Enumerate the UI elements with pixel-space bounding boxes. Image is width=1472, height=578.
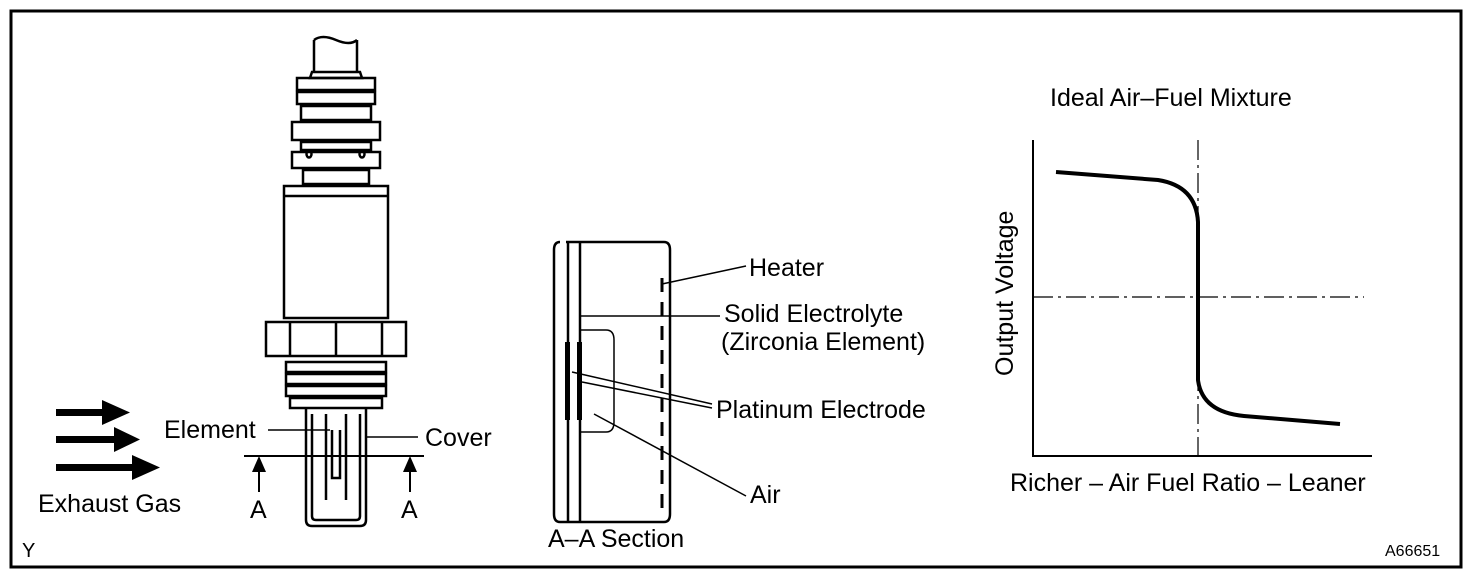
voltage-curve xyxy=(1055,170,1341,426)
air-label: Air xyxy=(750,481,781,509)
arrow-up-right xyxy=(403,456,417,472)
figure-code: A66651 xyxy=(1385,543,1440,560)
section-leaders xyxy=(571,265,747,497)
section-mark-right: A xyxy=(401,496,418,524)
electrode-outer xyxy=(577,342,582,420)
element-label: Element xyxy=(164,416,256,444)
heater-label: Heater xyxy=(749,254,824,282)
corner-letter: Y xyxy=(22,540,35,562)
cover-label: Cover xyxy=(425,424,492,452)
chart-axes xyxy=(1032,140,1372,457)
figure-frame xyxy=(9,9,1463,569)
platinum-electrode-label: Platinum Electrode xyxy=(716,396,926,424)
exhaust-arrows xyxy=(56,400,160,480)
chart-x-label: Richer – Air Fuel Ratio – Leaner xyxy=(1010,469,1366,497)
section-mark-left: A xyxy=(250,496,267,524)
chart-y-label: Output Voltage xyxy=(991,211,1019,376)
oxygen-sensor xyxy=(264,35,408,528)
electrode-inner xyxy=(565,342,570,420)
voltage-chart xyxy=(1032,140,1372,457)
exhaust-gas-label: Exhaust Gas xyxy=(38,490,181,518)
zirconia-element-label: (Zirconia Element) xyxy=(721,328,925,356)
aa-section-view xyxy=(552,240,672,524)
section-line-aa xyxy=(244,455,424,492)
chart-title: Ideal Air–Fuel Mixture xyxy=(1050,84,1292,112)
arrow-up-left xyxy=(252,456,266,472)
aa-section-title: A–A Section xyxy=(548,525,684,553)
solid-electrolyte-label: Solid Electrolyte xyxy=(724,300,903,328)
